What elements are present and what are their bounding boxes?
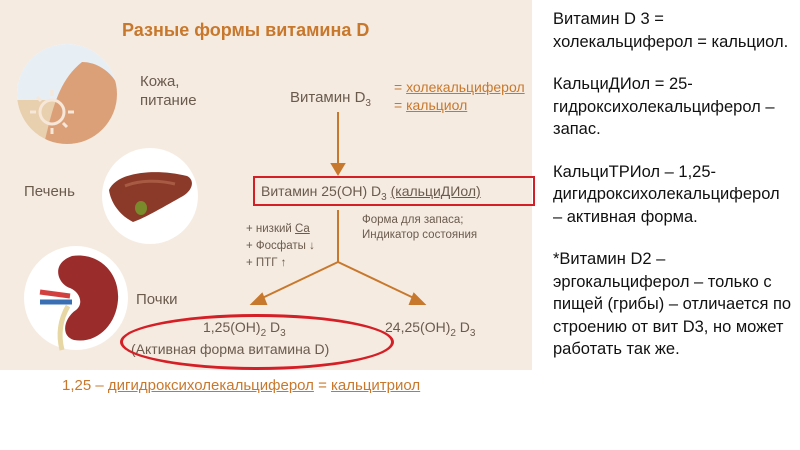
liver-illustration — [102, 148, 198, 244]
kidney-label: Почки — [136, 291, 178, 308]
notes-column: Витамин D 3 = холекальциферол = кальциол… — [553, 8, 793, 381]
skin-label: Кожа, питание — [140, 73, 197, 109]
activation-factors: + низкий Ca + Фосфаты ↓ + ПТГ ↑ — [246, 223, 315, 269]
24-25-formula: 24,25(OH)2 D3 — [385, 319, 476, 339]
storage-note: Форма для запаса; Индикатор состояния — [362, 214, 478, 241]
note-item: *Витамин D2 – эргокальциферол – только с… — [553, 250, 792, 358]
vitamin-d3-synonyms: = холекальциферол = кальциол — [394, 79, 525, 113]
active-form-highlight — [120, 314, 394, 370]
diagram-arrows — [249, 112, 427, 305]
kidney-illustration — [24, 246, 128, 351]
note-item: КальциТРИол – 1,25-дигидроксихолекальциф… — [553, 162, 780, 226]
note-item: Витамин D 3 = холекальциферол = кальциол… — [553, 10, 789, 51]
skin-sun-illustration — [17, 44, 117, 144]
diagram-title: Разные формы витамина D — [122, 20, 370, 40]
calcidiol-box: Витамин 25(OH) D3 (кальциДИол) — [253, 176, 535, 206]
liver-label: Печень — [24, 183, 75, 200]
note-item: КальциДИол = 25-гидроксихолекальциферол … — [553, 75, 775, 138]
calcitriol-definition: 1,25 – дигидроксихолекальциферол = кальц… — [62, 377, 421, 394]
vitamin-d3-label: Витамин D3 — [290, 89, 371, 109]
